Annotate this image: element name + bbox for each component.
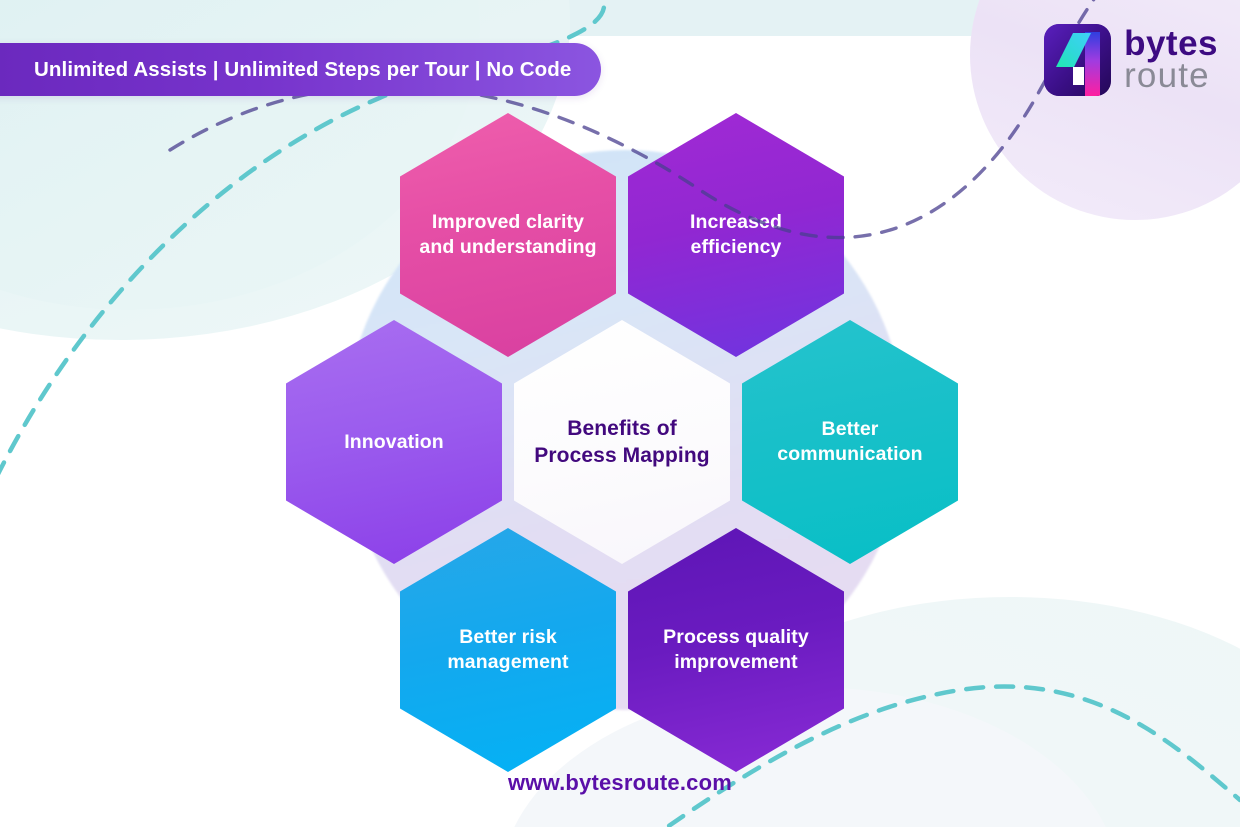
- hex-label-innovation: Innovation: [344, 430, 444, 453]
- logo-word-route: route: [1124, 56, 1210, 95]
- hex-label-improved-clarity: Improved clarity and understanding: [419, 211, 597, 258]
- hex-label-increased-efficiency: Increased efficiency: [690, 211, 782, 258]
- tagline-banner: Unlimited Assists | Unlimited Steps per …: [0, 43, 602, 96]
- logo-wordmark: bytes route: [1124, 26, 1218, 95]
- hex-label-center-title: Benefits of Process Mapping: [534, 416, 710, 467]
- footer-website-url[interactable]: www.bytesroute.com: [0, 770, 1240, 796]
- tagline-text: Unlimited Assists | Unlimited Steps per …: [34, 57, 572, 81]
- hex-label-process-quality-improvement: Process quality improvement: [663, 626, 809, 673]
- hex-label-better-risk-management: Better risk management: [447, 626, 569, 673]
- brand-logo[interactable]: bytes route: [1044, 24, 1218, 96]
- logo-glyph-icon: [1044, 24, 1112, 96]
- hexagon-cluster: Improved clarity and understanding Incre…: [280, 110, 960, 772]
- footer-url-text: www.bytesroute.com: [507, 770, 733, 795]
- bytesroute-mark-icon: [1044, 24, 1112, 96]
- hex-label-better-communication: Better communication: [777, 418, 923, 465]
